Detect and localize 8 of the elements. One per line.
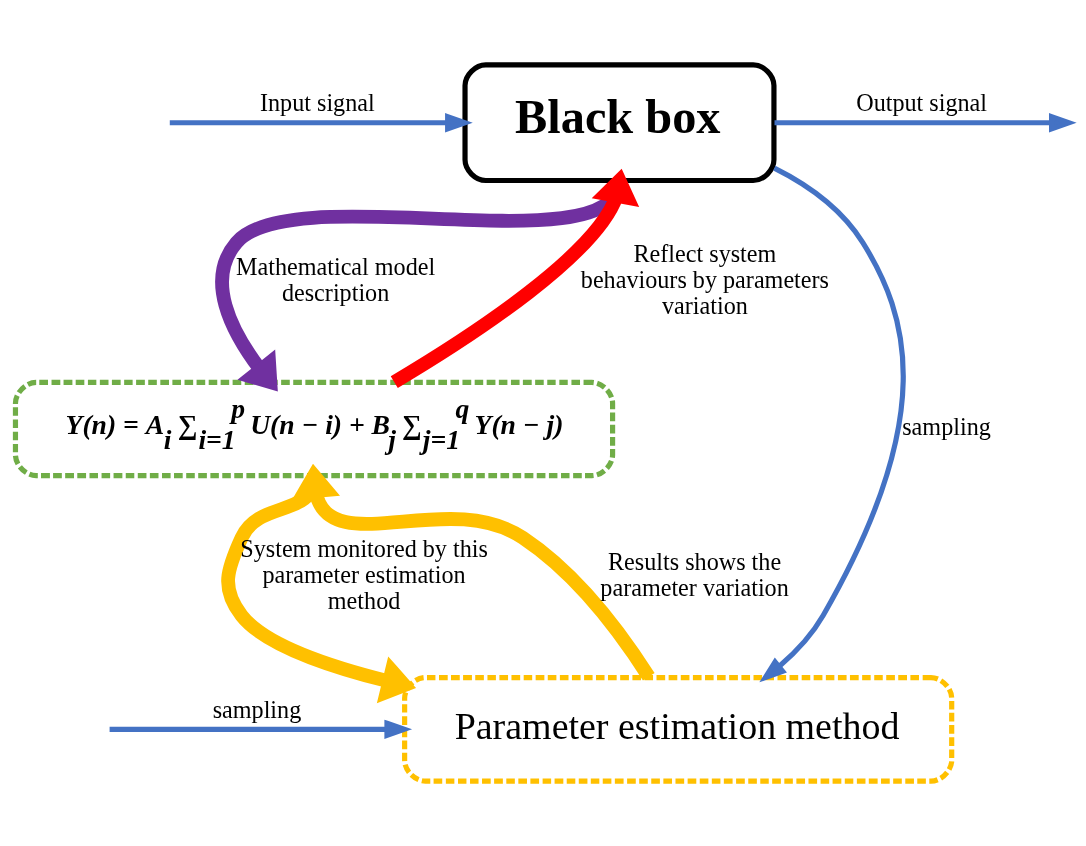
edge-label: Mathematical model description xyxy=(235,252,436,306)
edge-label: Reflect system behaviours by parameters variation xyxy=(580,239,830,319)
edge-label: sampling xyxy=(212,695,302,723)
edge-label: Results shows the parameter variation xyxy=(600,548,789,601)
edge-label: Input signal xyxy=(259,88,375,116)
edge-label: System monitored by this parameter estimation method xyxy=(240,535,488,614)
edge-label: sampling xyxy=(902,413,991,441)
edge-label: Output signal xyxy=(856,88,988,116)
